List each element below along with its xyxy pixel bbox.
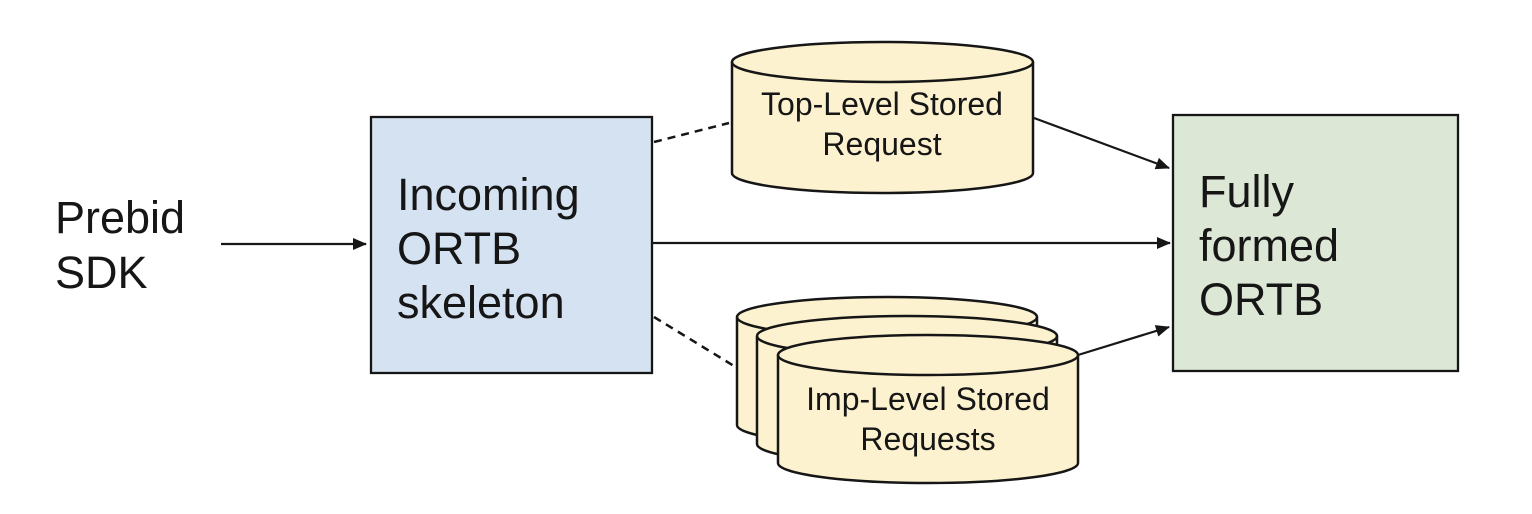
fully-formed-ortb-rect — [1171, 113, 1460, 373]
incoming-ortb-label-line-1: Incoming — [397, 169, 580, 220]
fully-formed-ortb-label-line-1: Fully — [1199, 166, 1295, 217]
prebid-sdk-label-line-2: SDK — [55, 247, 148, 298]
edge-incoming-ortb-to-imp-level-stored-dashed — [653, 315, 735, 368]
prebid-sdk-label-line-1: Prebid — [55, 192, 185, 243]
fully-formed-ortb-label-line-2: formed — [1199, 220, 1339, 271]
incoming-ortb-rect — [369, 115, 654, 375]
imp-level-stored-requests-cylinder-stack: Imp-Level Stored Requests — [735, 295, 1080, 485]
edge-incoming-ortb-to-top-level-stored-dashed — [653, 121, 730, 144]
imp-level-stored-label-line-1: Imp-Level Stored — [806, 381, 1050, 417]
top-level-stored-label-line-2: Request — [822, 126, 941, 162]
imp-level-stored-label-line-2: Requests — [860, 421, 995, 457]
fully-formed-ortb-label-line-3: ORTB — [1199, 274, 1323, 325]
edge-top-level-stored-to-fully-formed — [1033, 116, 1170, 170]
fully-formed-ortb-box: Fully formed ORTB — [1171, 113, 1460, 373]
prebid-sdk-label: Prebid SDK — [55, 192, 185, 298]
incoming-ortb-label-line-2: ORTB — [397, 223, 521, 274]
top-level-stored-request-cylinder: Top-Level Stored Request — [730, 40, 1035, 195]
incoming-ortb-box: Incoming ORTB skeleton — [369, 115, 654, 375]
top-level-stored-label-line-1: Top-Level Stored — [761, 86, 1003, 122]
incoming-ortb-label-line-3: skeleton — [397, 277, 565, 328]
imp-level-cylinder-front-rim — [776, 354, 1080, 377]
edge-imp-level-stored-to-fully-formed — [1077, 325, 1170, 357]
top-level-cylinder-rim — [730, 61, 1035, 84]
